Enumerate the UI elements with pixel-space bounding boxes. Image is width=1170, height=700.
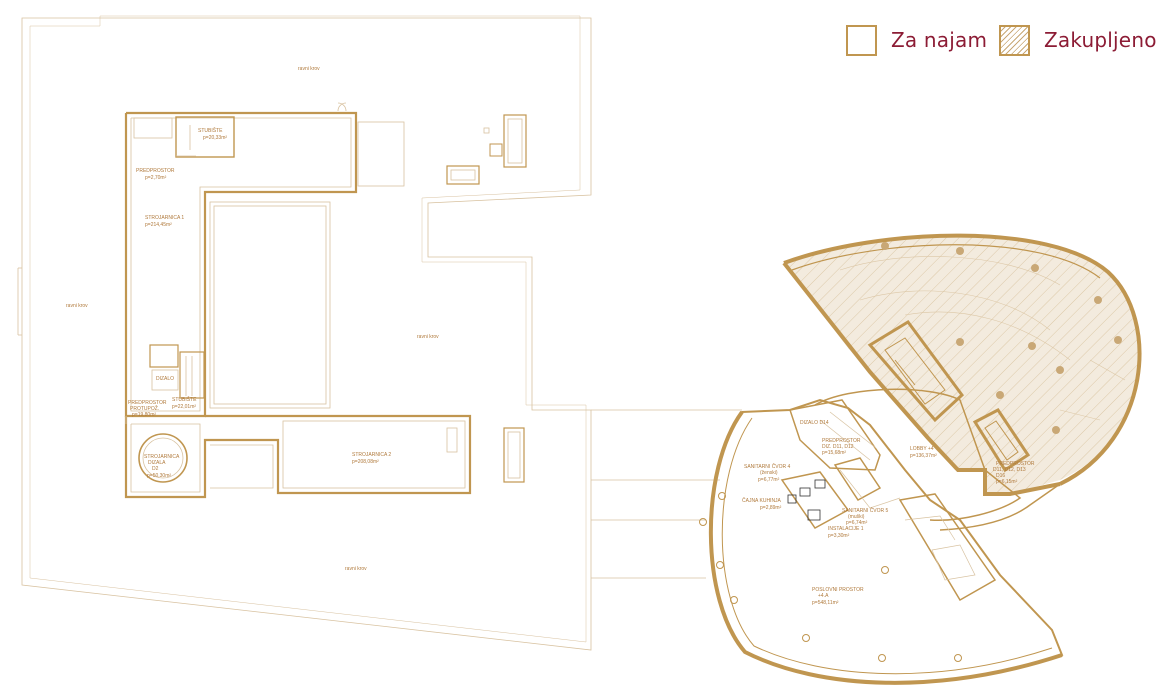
strojarnica1-label: STROJARNICA 1 <box>145 215 184 221</box>
poslovni-area: p=548,11m² <box>812 600 839 606</box>
dizalo-label: DIZALO <box>156 376 174 382</box>
strojarnica-dizala-sub: DIZALA <box>148 460 166 466</box>
strojarnica2-area: p=208,08m² <box>352 459 379 465</box>
strojarnica-dizala-code: D2 <box>152 466 159 472</box>
predprostor-mid-label: PREDPROSTOR <box>128 400 167 406</box>
predprostor-top-label: PREDPROSTOR <box>136 168 175 174</box>
right-labels: LOBBY +4 p=136,37m² DIZALO D14 PREDPROST… <box>742 420 1035 606</box>
cajna-label: ČAJNA KUHINJA <box>742 497 782 504</box>
building-inner-lines <box>125 102 527 493</box>
lobby-area: p=136,37m² <box>910 453 937 459</box>
predprostor1-sub: DIZ. D11, D12 <box>822 444 854 450</box>
sanitarni1-area: p=6,77m² <box>758 477 780 483</box>
predprostor-mid-sub: PROTUPOŽ. <box>130 404 159 412</box>
strojarnica-dizala-area: p=50,30m² <box>147 473 171 479</box>
predprostor2-sub: D11, D12, D13 <box>993 467 1026 473</box>
legend-for-rent: Za najam <box>846 22 987 58</box>
stair-top-label: STUBIŠTE <box>198 127 223 134</box>
legend-for-rent-swatch <box>846 24 877 56</box>
cajna-area: p=2,89m² <box>760 505 782 511</box>
stair-top-area: p=20,33m² <box>203 135 227 141</box>
lobby-label: LOBBY +4 <box>910 446 934 452</box>
instalacije-label: INSTALACIJE 1 <box>828 526 864 532</box>
lobby-curve <box>814 388 1022 521</box>
service-core <box>780 399 997 602</box>
poslovni-label: POSLOVNI PROSTOR <box>812 587 864 593</box>
roof-label-bottom: ravni krov <box>345 566 367 572</box>
stair-mid-area: p=22,01m² <box>172 404 196 410</box>
leased-wall <box>783 233 1142 486</box>
roof-outline <box>17 15 592 651</box>
predprostor1-label: PREDPROSTOR <box>822 438 861 444</box>
leased-wall-lower <box>782 261 1061 496</box>
roof-label-center: ravni krov <box>417 334 439 340</box>
leased-area <box>784 235 1140 494</box>
sanitarni2-sub: (muški) <box>848 514 865 520</box>
predprostor2-label: PREDPROSTOR <box>996 461 1035 467</box>
roof-label-left: ravni krov <box>66 303 88 309</box>
predprostor2-area: p=6,15m² <box>996 479 1018 485</box>
columns-leased <box>881 242 1122 434</box>
strojarnica1-area: p=214,45m² <box>145 222 172 228</box>
leased-core-inner <box>884 337 1019 461</box>
service-core-thin <box>819 411 976 581</box>
sanitarni1-label: SANITARNI ČVOR 4 <box>744 463 791 470</box>
rent-outer-wall <box>708 410 1063 685</box>
terrace-outline <box>591 409 742 579</box>
predprostor-top-area: p=2,70m² <box>145 175 167 181</box>
leased-core <box>867 320 1031 473</box>
leased-thin-lines <box>839 256 1126 421</box>
left-labels: ravni krov ravni krov ravni krov ravni k… <box>66 66 439 572</box>
legend-for-rent-label: Za najam <box>891 28 988 52</box>
predprostor-mid-area: p=19,80m² <box>132 412 156 418</box>
strojarnica-dizala-label: STROJARNICA <box>144 454 180 460</box>
lobby-curve-outer <box>939 483 1061 531</box>
sanitarni2-label: SANITARNI ČVOR 5 <box>842 507 889 514</box>
legend-leased-label: Zakupljeno <box>1044 28 1157 52</box>
leased-wall-inner <box>791 244 1101 279</box>
predprostor1-area: p=15,68m² <box>822 450 846 456</box>
stair-mid-label: STUBIŠTE <box>172 396 197 403</box>
legend-leased: Zakupljeno <box>999 22 1157 58</box>
legend-leased-swatch <box>999 24 1030 56</box>
sanitarni2-area: p=6,74m² <box>846 520 868 526</box>
roof-label-top: ravni krov <box>298 66 320 72</box>
predprostor2-code: D16 <box>996 473 1005 479</box>
instalacije-area: p=3,30m² <box>828 533 850 539</box>
strojarnica2-label: STROJARNICA 2 <box>352 452 391 458</box>
dizalo-right-label: DIZALO D14 <box>800 420 829 426</box>
poslovni-sub: +4.A <box>818 593 829 599</box>
columns-rent <box>699 492 962 662</box>
rent-inner-wall <box>721 417 1053 675</box>
sanitarni1-sub: (ženski) <box>760 470 778 476</box>
